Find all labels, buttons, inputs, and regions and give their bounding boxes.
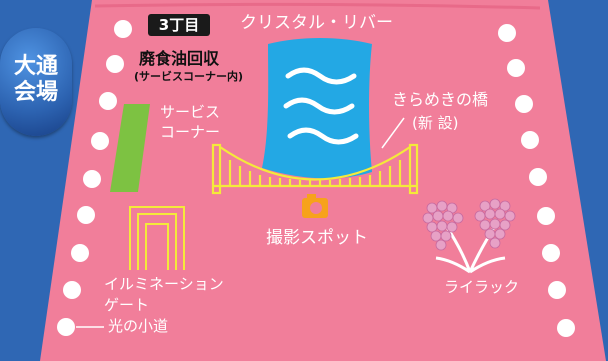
lilac-illustration (422, 198, 516, 274)
river-wave-1 (285, 67, 357, 85)
bulb (507, 59, 525, 77)
illumination-gate (129, 206, 185, 270)
label-bridge-1: きらめきの橋 (392, 90, 489, 109)
bulb (557, 319, 575, 337)
venue-badge-line2: 会場 (13, 80, 58, 105)
venue-badge-line1: 大通 (13, 54, 58, 79)
bulb (57, 318, 75, 336)
label-service-corner-2: コーナー (160, 123, 221, 141)
light-bulbs (57, 20, 575, 337)
bulb (537, 207, 555, 225)
bulb (77, 206, 95, 224)
bulb (106, 55, 124, 73)
label-service-corner-1: サービス (160, 103, 221, 121)
river-wave-3 (287, 127, 359, 145)
label-waste-oil-sub: (サービスコーナー内) (134, 70, 244, 83)
bulb (99, 92, 117, 110)
label-light-path: 光の小道 (108, 317, 169, 335)
label-bridge-2: (新 設) (412, 114, 459, 132)
label-gate-1: イルミネーション (104, 275, 224, 293)
bulb (521, 131, 539, 149)
bulb (63, 281, 81, 299)
bulb (114, 20, 132, 38)
label-lilac: ライラック (444, 278, 520, 296)
river-wave-2 (283, 97, 355, 115)
bulb (83, 170, 101, 188)
label-photo-spot: 撮影スポット (266, 228, 368, 248)
bulb (548, 281, 566, 299)
bulb (498, 24, 516, 42)
venue-badge: 大通 会場 (0, 28, 72, 136)
district-tag: 3丁目 (148, 14, 210, 36)
bulb (529, 168, 547, 186)
label-waste-oil: 廃食油回収 (139, 49, 220, 68)
ground-top-edge (94, 2, 541, 10)
camera-icon (302, 194, 328, 218)
label-gate-2: ゲート (104, 296, 150, 314)
district-ground (40, 0, 606, 361)
bridge-label-leader (381, 117, 405, 149)
bulb (515, 95, 533, 113)
bulb (542, 244, 560, 262)
bulb (91, 132, 109, 150)
bulb (71, 244, 89, 262)
kirameki-bridge (211, 143, 419, 195)
service-corner-marker (110, 104, 150, 192)
label-crystal-river: クリスタル・リバー (240, 13, 393, 33)
